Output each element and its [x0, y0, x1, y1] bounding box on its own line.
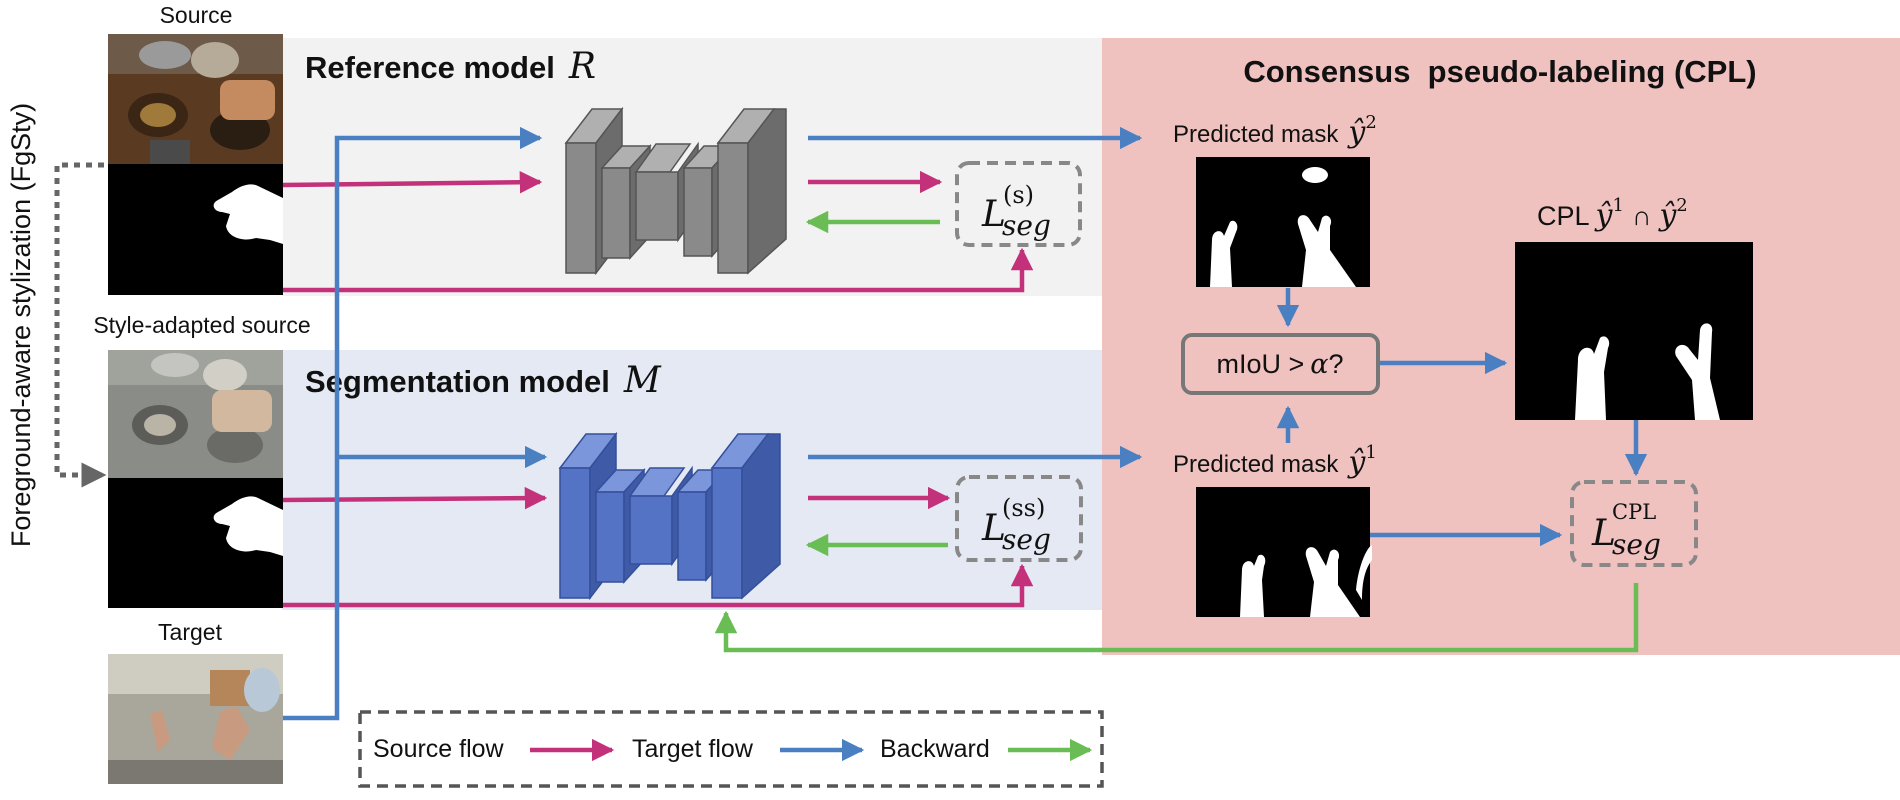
- source-mask: [108, 164, 283, 295]
- svg-text:L: L: [1591, 513, 1616, 554]
- svg-text:(ss): (ss): [1002, 494, 1045, 522]
- segmentation-network: [558, 431, 781, 601]
- loss-s-box: L (s) seg: [955, 161, 1082, 247]
- miou-box: mIoU >α?: [1181, 333, 1380, 395]
- cpl-title: Consensus pseudo-labeling (CPL): [1243, 54, 1756, 89]
- reference-network: [564, 106, 787, 276]
- source-flow-lines: [282, 170, 1034, 608]
- svg-text:CPL: CPL: [1612, 500, 1656, 524]
- legend-source-flow: Source flow: [373, 735, 505, 763]
- svg-text:seg: seg: [1002, 523, 1051, 556]
- svg-text:seg: seg: [1002, 209, 1051, 242]
- target-image: [108, 654, 283, 784]
- legend-target-flow: Target flow: [632, 735, 754, 763]
- legend-backward: Backward: [880, 735, 990, 763]
- cpl-mask: [1515, 242, 1753, 420]
- source-image: [108, 34, 283, 164]
- legend: Source flow Target flow Backward: [358, 710, 1104, 788]
- svg-text:mIoU >α?: mIoU >α?: [1216, 349, 1343, 380]
- style-adapted-mask: [108, 478, 283, 608]
- loss-cpl-box: L CPL seg: [1570, 480, 1698, 567]
- svg-text:(s): (s): [1003, 181, 1034, 209]
- predicted-mask-y2: [1196, 157, 1370, 287]
- svg-text:L: L: [981, 508, 1006, 549]
- source-label: Source: [160, 2, 233, 28]
- predicted-mask-y1: [1196, 487, 1372, 617]
- loss-ss-box: L (ss) seg: [955, 475, 1083, 562]
- style-adapted-label: Style-adapted source: [93, 312, 310, 338]
- svg-text:L: L: [981, 194, 1006, 235]
- style-adapted-image: [108, 350, 283, 478]
- backward-flow-lines: [714, 210, 1639, 653]
- fgsty-label: Foreground-aware stylization (FgSty): [6, 103, 36, 547]
- svg-text:seg: seg: [1612, 528, 1661, 561]
- target-label: Target: [158, 619, 223, 645]
- target-flow-lines: [283, 126, 1648, 721]
